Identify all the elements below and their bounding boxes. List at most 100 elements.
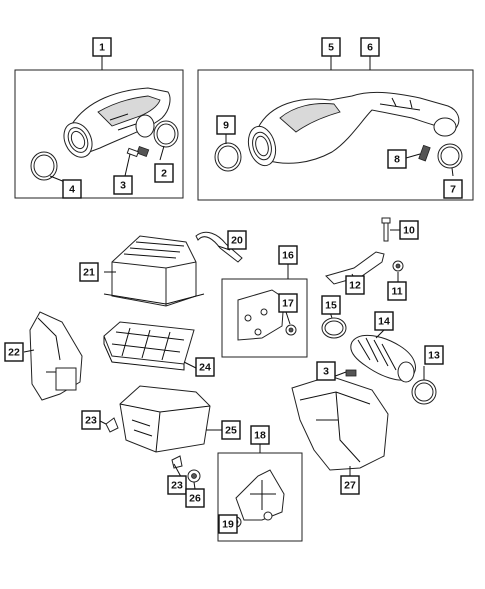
callout-c2: 2: [154, 163, 174, 183]
sensor-3-mid: [345, 369, 357, 377]
callout-number: 3: [120, 180, 126, 192]
callout-box: [81, 410, 101, 430]
assembly-frame-right: [197, 69, 474, 201]
callout-box: [62, 179, 82, 199]
callout-number: 5: [328, 42, 334, 54]
callout-c18: 18: [250, 425, 270, 445]
callout-number: 13: [428, 350, 440, 362]
callout-number: 17: [282, 298, 294, 310]
callout-c20: 20: [227, 230, 247, 250]
bracket-18: [235, 469, 285, 521]
hose-20: [195, 231, 243, 263]
callout-number: 15: [325, 300, 337, 312]
callout-box: [399, 220, 419, 240]
callout-box: [218, 514, 238, 534]
callout-c16: 16: [278, 245, 298, 265]
callout-number: 22: [8, 347, 20, 359]
callout-c9: 9: [216, 115, 236, 135]
bracket-frame-16: [221, 278, 308, 358]
callout-box: [374, 311, 394, 331]
air-cleaner-cover-21: [103, 235, 205, 307]
callout-number: 27: [344, 480, 356, 492]
callout-number: 10: [403, 225, 415, 237]
air-cleaner-housing-25: [119, 385, 211, 453]
callout-c21: 21: [79, 262, 99, 282]
nut-17: [285, 324, 297, 336]
callout-box: [227, 230, 247, 250]
clip-23-lower: [171, 455, 183, 469]
callout-c7: 7: [443, 179, 463, 199]
callout-number: 3: [323, 366, 329, 378]
callout-c6: 6: [360, 37, 380, 57]
callout-box: [79, 262, 99, 282]
callout-box: [92, 37, 112, 57]
callout-c15: 15: [321, 295, 341, 315]
callout-number: 23: [85, 415, 97, 427]
intake-tube-assembly-left: [63, 87, 171, 158]
callout-number: 19: [222, 519, 234, 531]
callout-box: [185, 488, 205, 508]
callout-c5: 5: [321, 37, 341, 57]
callout-number: 23: [171, 480, 183, 492]
hose-clamp-2: [153, 120, 179, 148]
callout-number: 4: [69, 184, 75, 196]
callout-c24: 24: [195, 357, 215, 377]
bracket-12: [325, 251, 385, 285]
callout-c8: 8: [387, 149, 407, 169]
assembly-frame-left: [14, 69, 184, 199]
callout-number: 1: [99, 42, 105, 54]
sensor-8: [418, 144, 431, 162]
callout-number: 14: [378, 316, 390, 328]
callout-c13: 13: [424, 345, 444, 365]
callout-number: 12: [349, 280, 361, 292]
clamp-13: [411, 379, 437, 405]
bolt-10: [381, 217, 391, 242]
callout-c17: 17: [278, 293, 298, 313]
resonator-27: [291, 375, 389, 471]
callout-c27: 27: [340, 475, 360, 495]
callout-c4: 4: [62, 179, 82, 199]
callout-box: [321, 37, 341, 57]
callout-number: 25: [225, 425, 237, 437]
callout-box: [340, 475, 360, 495]
callout-number: 26: [189, 493, 201, 505]
callout-box: [360, 37, 380, 57]
callout-number: 20: [231, 235, 243, 247]
callout-box: [221, 420, 241, 440]
duct-22: [29, 311, 83, 401]
intake-duct-assembly-right: [247, 91, 460, 167]
callout-c1: 1: [92, 37, 112, 57]
callout-box: [278, 293, 298, 313]
callout-c23b: 23: [167, 475, 187, 495]
callout-box: [321, 295, 341, 315]
callout-number: 8: [394, 154, 400, 166]
bracket-16: [237, 289, 285, 341]
callout-c3: 3: [113, 175, 133, 195]
sensor-3-top: [126, 145, 150, 158]
callout-c25: 25: [221, 420, 241, 440]
callout-box: [443, 179, 463, 199]
callout-box: [167, 475, 187, 495]
callout-number: 7: [450, 184, 456, 196]
grommet-26: [187, 469, 201, 483]
clamp-15: [321, 317, 347, 339]
callout-box: [4, 342, 24, 362]
callout-box: [387, 149, 407, 169]
callout-number: 9: [223, 120, 229, 132]
callout-number: 16: [282, 250, 294, 262]
callout-box: [113, 175, 133, 195]
callout-box: [424, 345, 444, 365]
callout-number: 11: [391, 286, 402, 298]
callout-c22: 22: [4, 342, 24, 362]
callout-c10: 10: [399, 220, 419, 240]
callout-c12: 12: [345, 275, 365, 295]
callout-c23a: 23: [81, 410, 101, 430]
hose-clamp-7: [437, 143, 463, 169]
callout-box: [278, 245, 298, 265]
air-filter-24: [103, 321, 195, 371]
intake-hose-14: [350, 334, 416, 383]
hose-clamp-9: [214, 142, 242, 172]
callout-number: 21: [83, 267, 95, 279]
callout-c26: 26: [185, 488, 205, 508]
